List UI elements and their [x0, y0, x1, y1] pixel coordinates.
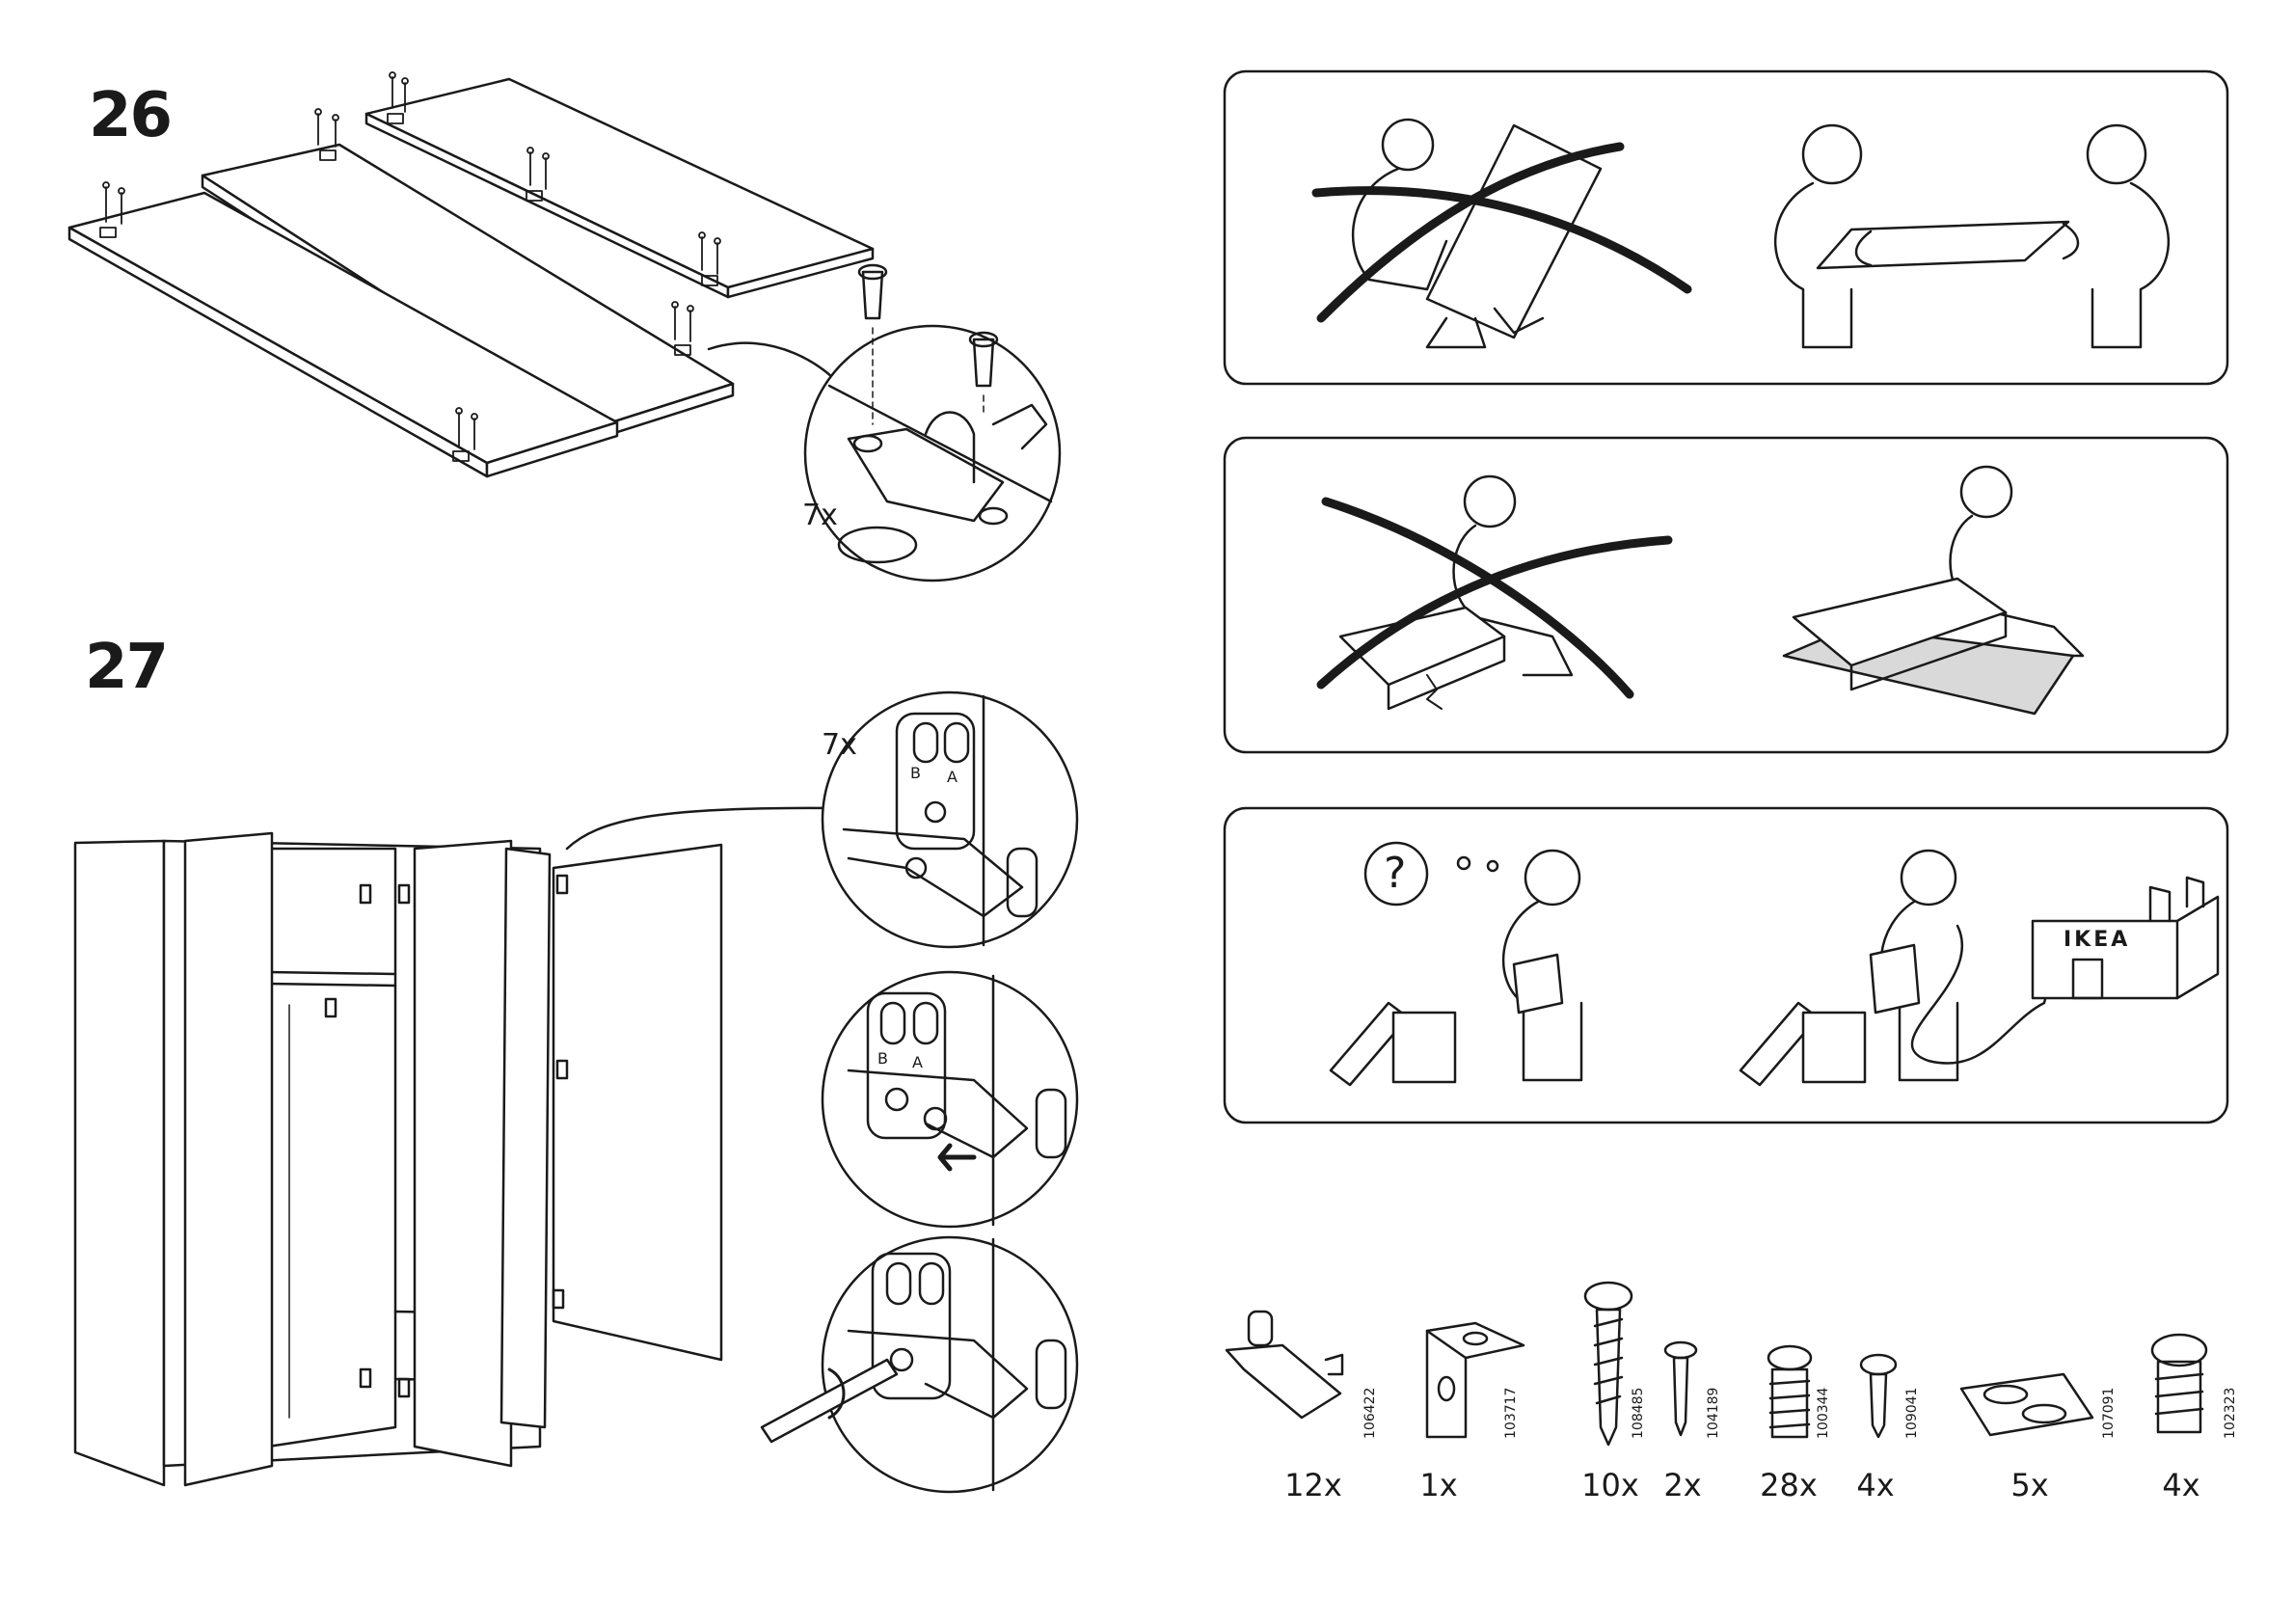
part-count-6: 5x: [2010, 1467, 2049, 1503]
part-count-5: 4x: [1856, 1467, 1895, 1503]
part-number-4: 100344: [1816, 1387, 1831, 1439]
step-26-number: 26: [89, 80, 173, 151]
hinge-plate-label-a-2: A: [912, 1053, 923, 1071]
part-count-2: 10x: [1581, 1467, 1639, 1503]
step27-detail-3: [760, 1235, 1079, 1494]
hinge-plate-label-a: A: [947, 768, 958, 786]
step26-hinges: [99, 71, 721, 462]
step27-detail-1: [821, 690, 1079, 949]
part-number-1: 103717: [1503, 1387, 1519, 1439]
step27-wardrobe: [73, 831, 723, 1487]
step26-hinge-qty: 7x: [802, 499, 838, 532]
help-panel: [1223, 806, 2229, 1124]
question-mark-icon: ?: [1384, 849, 1407, 898]
part-number-5: 109041: [1904, 1387, 1920, 1439]
part-count-7: 4x: [2162, 1467, 2200, 1503]
step26-panels: [67, 77, 875, 478]
hardware-icons: [1225, 1281, 2208, 1447]
part-count-1: 1x: [1419, 1467, 1458, 1503]
part-number-3: 104189: [1706, 1387, 1721, 1439]
step27-callout-leader: [565, 806, 841, 851]
part-count-3: 2x: [1663, 1467, 1702, 1503]
store-sign: IKEA: [2064, 928, 2131, 952]
step-27-number: 27: [85, 632, 169, 703]
part-number-6: 107091: [2101, 1387, 2117, 1439]
step27-detail-2: [821, 970, 1079, 1229]
part-number-0: 106422: [1362, 1387, 1378, 1439]
part-count-0: 12x: [1284, 1467, 1342, 1503]
part-number-7: 102323: [2223, 1387, 2238, 1439]
step27-hinge-qty: 7x: [822, 728, 857, 762]
hinge-plate-label-b-2: B: [877, 1049, 888, 1068]
carry-warning-panel: [1223, 69, 2229, 386]
part-count-4: 28x: [1760, 1467, 1818, 1503]
hinge-plate-label-b: B: [910, 764, 921, 782]
step26-hinge-detail: [803, 263, 1062, 582]
floor-warning-panel: [1223, 436, 2229, 754]
part-number-2: 108485: [1631, 1387, 1646, 1439]
